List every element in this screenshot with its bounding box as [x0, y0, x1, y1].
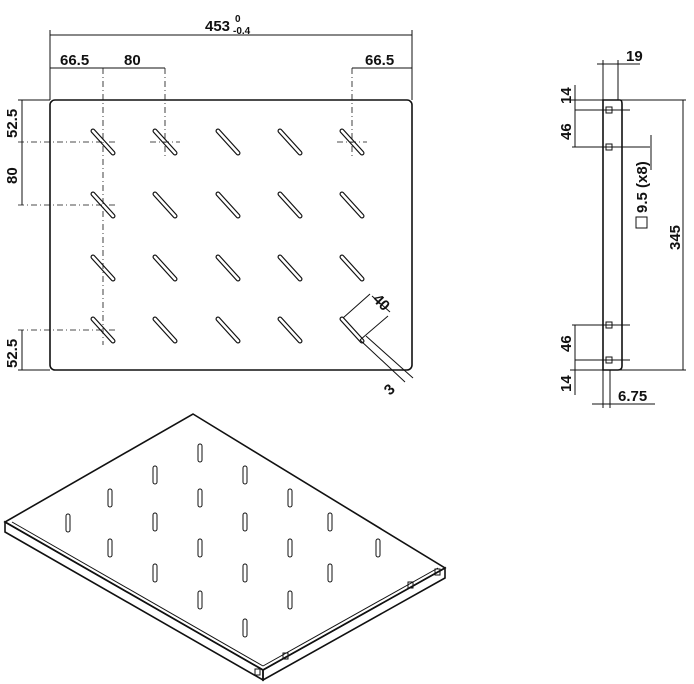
flange-depth-label: 19: [626, 48, 643, 65]
iso-square-hole: [434, 568, 441, 576]
shelf-top-face: [3, 413, 447, 671]
iso-slot: [327, 563, 333, 583]
hole-pitch-x-label: 80: [124, 52, 141, 69]
slot-inner: [278, 129, 302, 155]
square-hole-symbol: [635, 216, 648, 229]
iso-slot: [242, 465, 248, 485]
slot-inner: [278, 255, 302, 281]
side-view: 19 14 46 46 14 345 9.5 (x8) 6.75: [558, 48, 686, 408]
overall-width-label: 453: [205, 18, 230, 35]
iso-slot: [152, 563, 158, 583]
slot-inner: [153, 317, 177, 343]
shelf-front-edge: [4, 520, 264, 682]
width-tolerance-upper: 0: [235, 14, 241, 25]
iso-slot: [197, 443, 203, 463]
iso-slot: [242, 563, 248, 583]
hole-pitch-y-label: 80: [4, 167, 21, 184]
slot-inner: [216, 192, 240, 218]
iso-slot: [242, 512, 248, 532]
iso-slot: [287, 538, 293, 558]
front-view: 453 0 -0.4 66.5 80 66.5 52.5 80 52.5 40 …: [4, 14, 414, 399]
square-hole-label: 9.5 (x8): [634, 161, 651, 213]
iso-slot: [152, 465, 158, 485]
iso-slot: [242, 618, 248, 638]
slot-inner: [340, 317, 364, 343]
slot-inner: [278, 192, 302, 218]
slot-inner: [216, 255, 240, 281]
top-hole-offset-label: 14: [558, 87, 575, 104]
slot-inner: [340, 192, 364, 218]
iso-slot: [107, 488, 113, 508]
slot-inner: [153, 255, 177, 281]
iso-slot: [375, 538, 381, 558]
slot-inner: [216, 317, 240, 343]
bottom-offset-label: 52.5: [4, 339, 21, 368]
slot-width-label: 3: [381, 381, 399, 399]
flange-profile: [602, 99, 623, 371]
iso-slot: [287, 590, 293, 610]
iso-slot: [152, 512, 158, 532]
top-hole-pitch-label: 46: [558, 123, 575, 140]
slot-inner: [153, 192, 177, 218]
bottom-hole-pitch-label: 46: [558, 335, 575, 352]
iso-square-hole: [254, 668, 261, 676]
slot-inner: [340, 255, 364, 281]
shelf-side-edge: [262, 566, 446, 682]
iso-slot: [197, 488, 203, 508]
iso-square-hole: [282, 652, 289, 660]
thickness-label: 6.75: [618, 388, 647, 405]
iso-slot: [197, 590, 203, 610]
iso-slot: [287, 488, 293, 508]
iso-square-hole: [407, 581, 414, 589]
slot-inner: [91, 192, 115, 218]
slot-inner: [278, 317, 302, 343]
slot-inner: [216, 129, 240, 155]
top-offset-label: 52.5: [4, 109, 21, 138]
iso-slot: [107, 538, 113, 558]
right-offset-label: 66.5: [365, 52, 394, 69]
height-label: 345: [667, 225, 684, 250]
shelf-outline: [49, 99, 413, 371]
isometric-view: [3, 413, 447, 682]
width-tolerance-lower: -0.4: [233, 26, 251, 37]
iso-slot: [65, 513, 71, 533]
bottom-hole-offset-label: 14: [558, 375, 575, 392]
slot-grid: [90, 128, 365, 344]
left-offset-label: 66.5: [60, 52, 89, 69]
iso-slot: [327, 512, 333, 532]
iso-slot: [197, 538, 203, 558]
